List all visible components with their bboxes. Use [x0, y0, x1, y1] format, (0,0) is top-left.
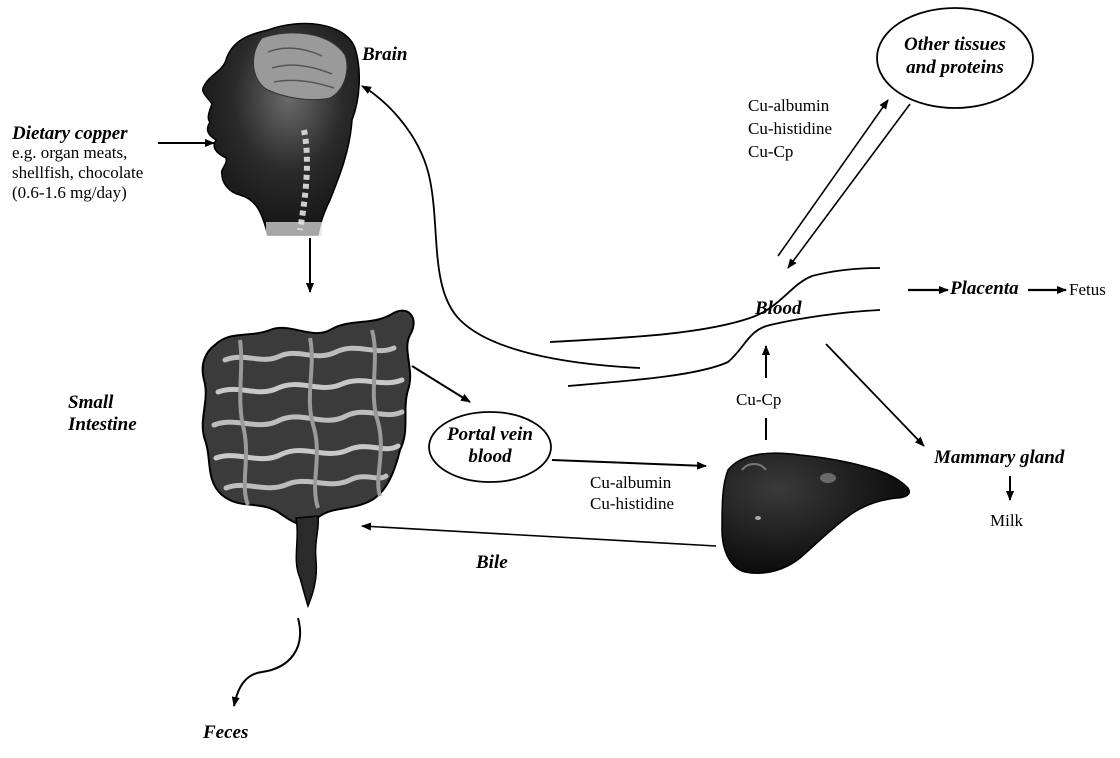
- blood-carrier-2: Cu-histidine: [748, 119, 832, 139]
- arrow-to-feces: [234, 618, 300, 706]
- milk-label: Milk: [990, 511, 1023, 531]
- dietary-sources-line2: shellfish, chocolate: [12, 163, 143, 183]
- blood-carrier-3: Cu-Cp: [748, 142, 793, 162]
- arrow-portal-to-liver: [552, 460, 706, 466]
- head-brain-icon: [203, 24, 360, 236]
- feces-label: Feces: [203, 722, 248, 745]
- blood-carrier-1: Cu-albumin: [748, 96, 829, 116]
- liver-to-blood-carrier: Cu-Cp: [736, 390, 781, 410]
- arrow-intestine-to-portal: [412, 366, 470, 402]
- dietary-amount: (0.6-1.6 mg/day): [12, 183, 127, 203]
- small-intestine-label-line1: Small: [68, 392, 113, 415]
- blood-vessel-upper-wall: [550, 268, 880, 342]
- other-tissues-label-line1: Other tissues: [895, 34, 1015, 57]
- small-intestine-label-line2: Intestine: [68, 414, 137, 437]
- liver-icon: [722, 453, 909, 573]
- arrow-bile: [362, 526, 716, 546]
- fetus-label: Fetus: [1069, 280, 1106, 300]
- blood-label: Blood: [755, 298, 801, 321]
- other-tissues-label-line2: and proteins: [895, 57, 1015, 80]
- brain-label: Brain: [362, 44, 407, 67]
- arrow-blood-to-mammary: [826, 344, 924, 446]
- portal-vein-label-line2: blood: [440, 446, 540, 469]
- liver-to-portal-carrier-2: Cu-histidine: [590, 494, 674, 514]
- small-intestine-icon: [203, 311, 414, 606]
- dietary-sources-line1: e.g. organ meats,: [12, 143, 127, 163]
- mammary-gland-label: Mammary gland: [934, 447, 1064, 470]
- placenta-label: Placenta: [950, 278, 1019, 301]
- liver-to-portal-carrier-1: Cu-albumin: [590, 473, 671, 493]
- portal-vein-label-line1: Portal vein: [440, 424, 540, 447]
- blood-vessel-lower-wall: [568, 310, 880, 386]
- bile-label: Bile: [476, 552, 508, 575]
